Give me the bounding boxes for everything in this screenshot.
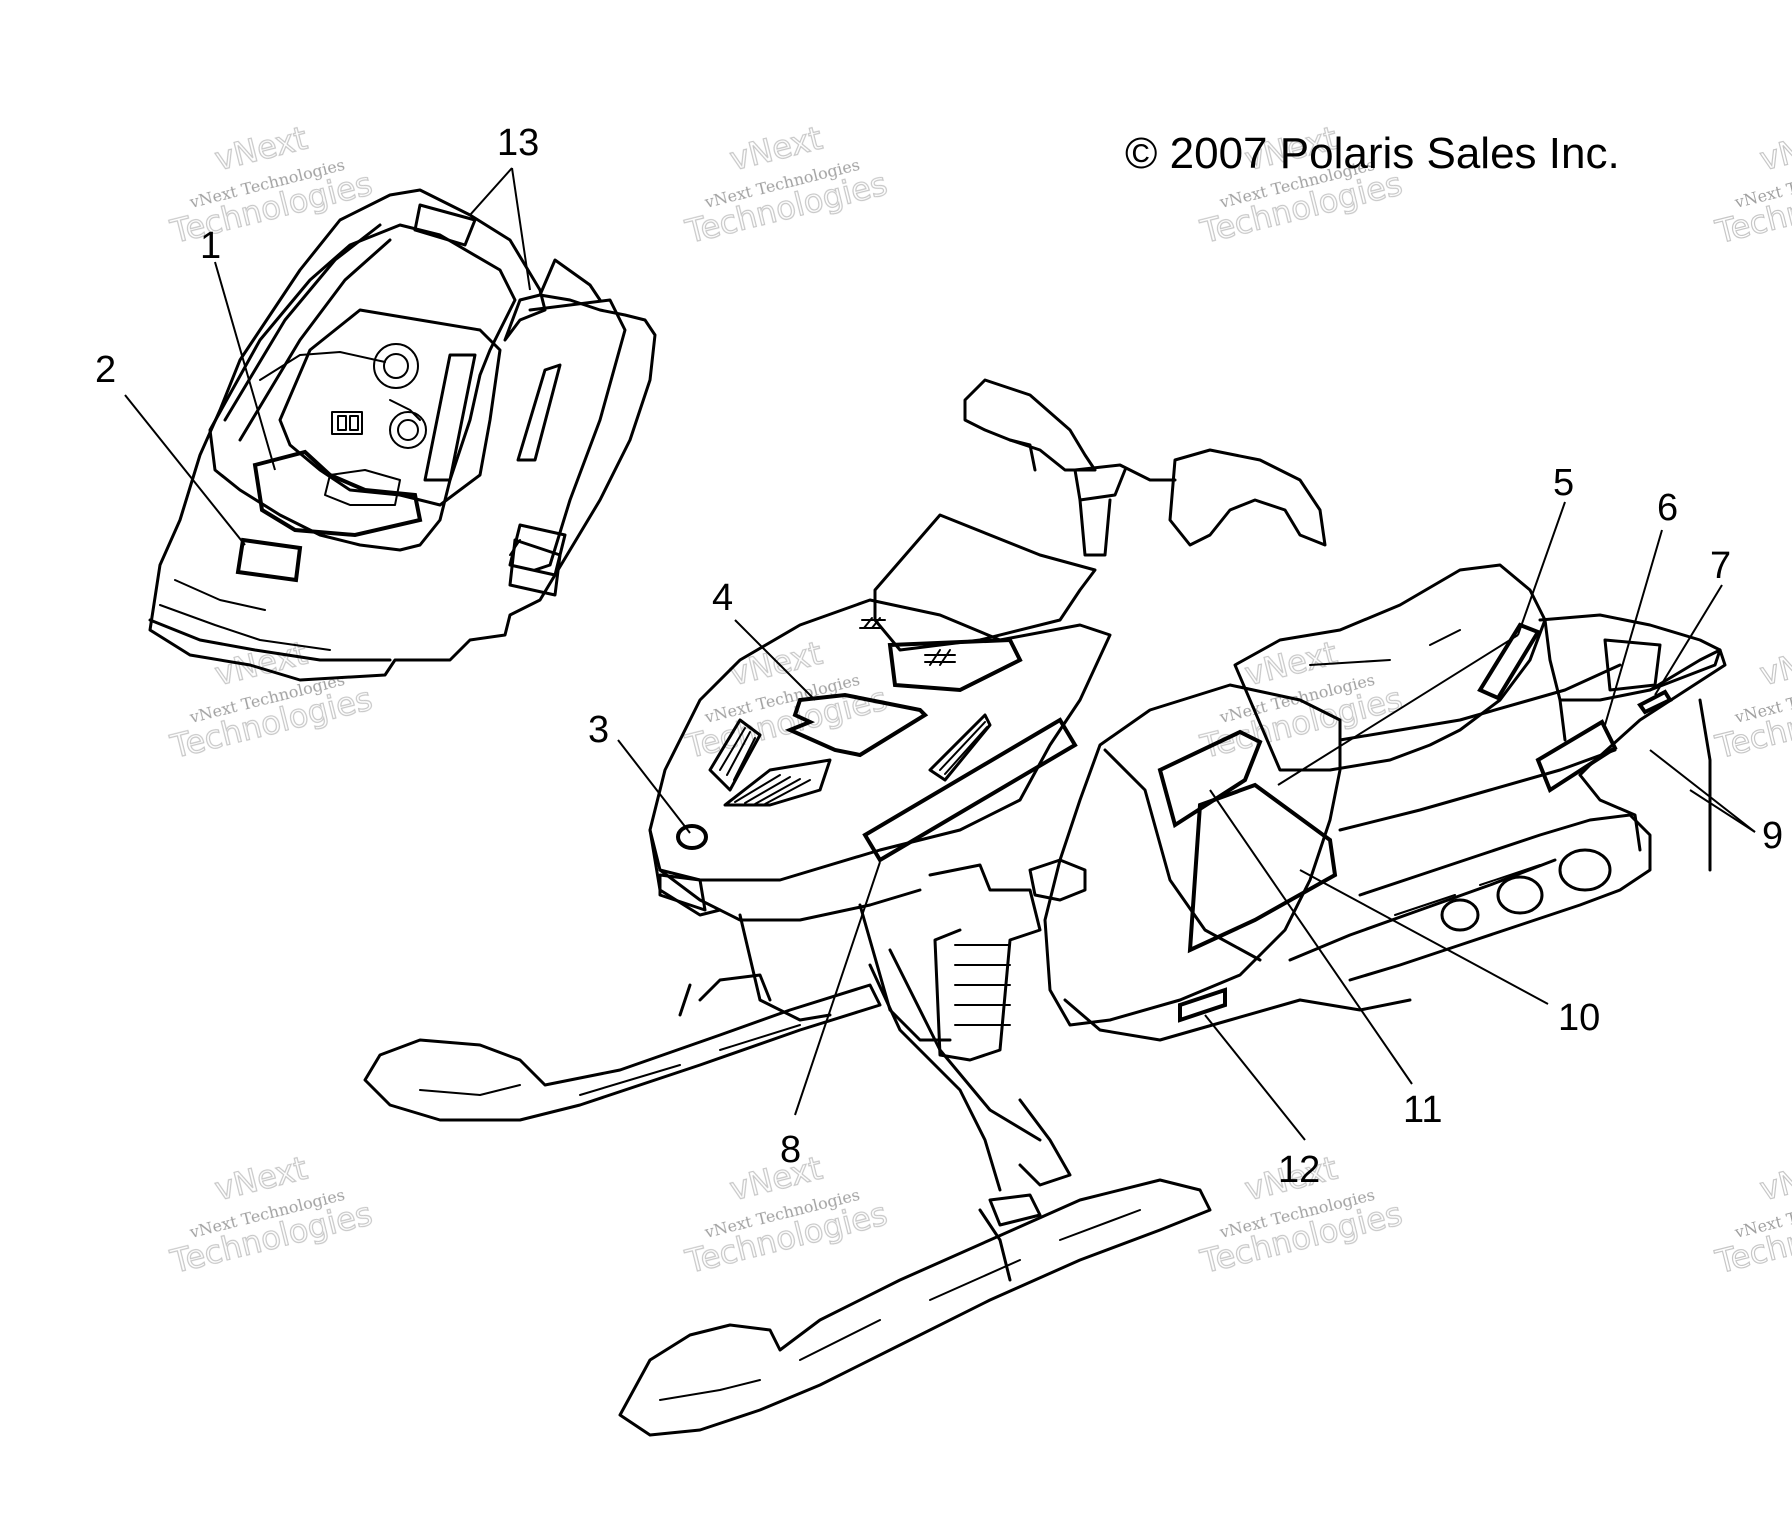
seat [1233, 563, 1547, 772]
watermark: vNext vNext Technologies Technologies [681, 1148, 892, 1282]
callout-2: 2 [95, 349, 116, 391]
watermark: vNext vNext Technologies Technologies [1196, 118, 1407, 252]
side-panel [1043, 683, 1342, 1027]
ski-left [363, 983, 882, 1122]
ski-right [618, 1178, 1212, 1437]
svg-text:Technologies: Technologies [1711, 164, 1792, 251]
snowmobile-main [363, 378, 1727, 1437]
front-suspension [868, 858, 1087, 1227]
windshield [873, 513, 1097, 652]
svg-text:vNext: vNext [1756, 634, 1792, 693]
watermark: vNext vNext Technologies Technologies [166, 633, 377, 767]
decal-10 [1187, 782, 1338, 954]
watermark: vNext vNext Technologies Technologies [681, 118, 892, 252]
windshield-hash-marks [859, 617, 1023, 693]
callout-12: 12 [1278, 1149, 1320, 1191]
svg-text:Technologies: Technologies [1711, 679, 1792, 766]
callout-6: 6 [1657, 487, 1678, 529]
svg-text:vNext: vNext [1756, 119, 1792, 178]
hood [648, 598, 1112, 882]
callout-numbers: 13 1 2 3 4 5 6 7 8 9 10 11 12 [95, 122, 1783, 1191]
callout-7: 7 [1710, 545, 1731, 587]
watermark: vNext vNext Technologies Technologies [681, 633, 892, 767]
watermark: vNext vNext Technologies Technologies [1711, 633, 1792, 767]
decal-4 [784, 692, 929, 758]
dash-console-inset [148, 188, 657, 682]
callout-9: 9 [1762, 815, 1783, 857]
callout-8: 8 [780, 1129, 801, 1171]
handlebar-left [963, 378, 1097, 472]
handlebar-right [1168, 448, 1327, 547]
watermark: vNext vNext Technologies Technologies [166, 1148, 377, 1282]
leader-lines [124, 167, 1756, 1141]
decal-8 [862, 717, 1078, 863]
watermarks: vNext vNext Technologies Technologies vN… [166, 118, 1792, 1282]
callout-4: 4 [712, 577, 733, 619]
svg-text:vNext: vNext [1756, 1149, 1792, 1208]
callout-10: 10 [1558, 997, 1600, 1039]
callout-13: 13 [497, 122, 539, 164]
watermark: vNext vNext Technologies Technologies [166, 118, 377, 252]
watermark: vNext vNext Technologies Technologies [1711, 118, 1792, 252]
copyright-text: © 2007 Polaris Sales Inc. [1125, 129, 1620, 178]
decal-12 [1178, 987, 1227, 1023]
decal-11 [1157, 729, 1263, 829]
decal-5 [1477, 622, 1541, 701]
callout-3: 3 [588, 709, 609, 751]
decal-7 [1637, 689, 1673, 715]
callout-5: 5 [1553, 462, 1574, 504]
callout-1: 1 [200, 225, 221, 267]
decal-6 [1535, 719, 1618, 793]
callout-11: 11 [1403, 1089, 1442, 1131]
watermark: vNext vNext Technologies Technologies [1711, 1148, 1792, 1282]
svg-text:Technologies: Technologies [1711, 1194, 1792, 1281]
decal-3 [676, 824, 708, 850]
